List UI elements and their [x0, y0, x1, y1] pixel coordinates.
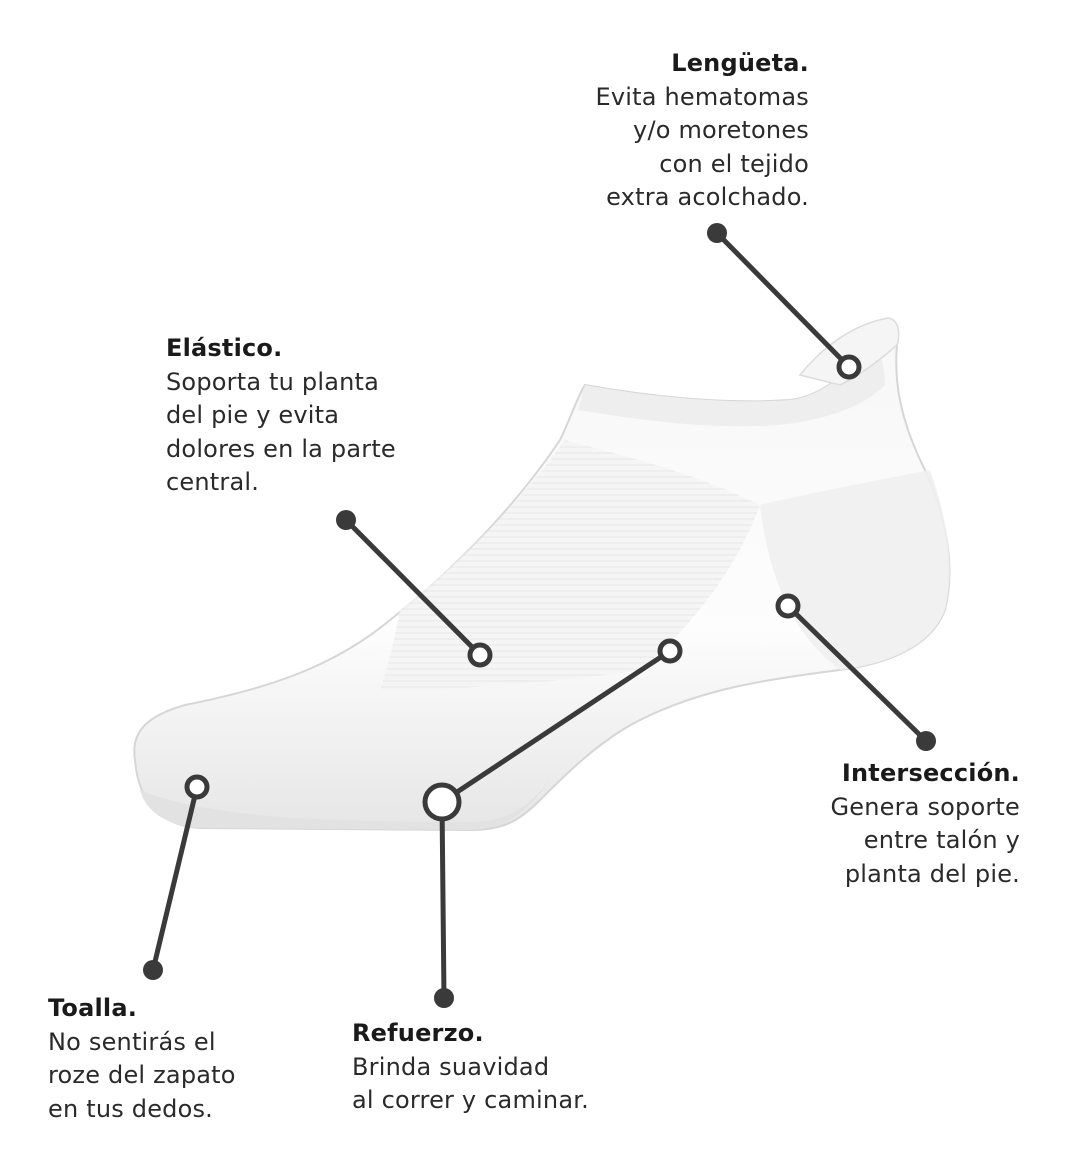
- refuerzo-callout: Refuerzo. Brinda suavidad al correr y ca…: [352, 1017, 589, 1118]
- refuerzo-leader-lower: [439, 799, 447, 1001]
- lengueta-ring: [836, 354, 862, 380]
- toalla-ring: [184, 774, 210, 800]
- lengueta-text-line: y/o moretones: [633, 116, 809, 144]
- elastico-dot: [336, 510, 356, 530]
- refuerzo-leader-upper: [439, 648, 673, 805]
- lengueta-dot: [707, 223, 727, 243]
- toalla-text-line: No sentirás el: [48, 1027, 216, 1056]
- sock-heel-panel: [760, 470, 950, 670]
- refuerzo-ring-upper: [657, 638, 683, 664]
- elastico-text-line: central.: [166, 468, 260, 496]
- refuerzo-text-line: al correr y caminar.: [352, 1086, 589, 1114]
- refuerzo-text-line: Brinda suavidad: [352, 1052, 550, 1081]
- interseccion-leader: [785, 603, 929, 744]
- elastico-text-line: Soporta tu planta: [166, 367, 380, 396]
- elastico-leader: [343, 517, 483, 658]
- interseccion-text-line: Genera soporte: [830, 792, 1020, 821]
- lengueta-text-line: Evita hematomas: [595, 82, 809, 111]
- refuerzo-ring-main: [422, 782, 462, 822]
- elastico-text-line: dolores en la parte: [166, 434, 396, 463]
- sock-sole-shade: [140, 780, 550, 830]
- sock-cuff: [578, 335, 885, 427]
- elastico-title: Elástico.: [166, 334, 283, 362]
- toalla-callout: Toalla. No sentirás el roze del zapato e…: [48, 992, 236, 1126]
- lengueta-text-line: extra acolchado.: [606, 183, 809, 211]
- lengueta-text-line: con el tejido: [659, 149, 809, 178]
- sock-illustration: [133, 317, 951, 832]
- interseccion-title: Intersección.: [841, 759, 1020, 787]
- elastico-ring: [467, 642, 493, 668]
- refuerzo-title: Refuerzo.: [352, 1019, 484, 1047]
- interseccion-callout: Intersección. Genera soporte entre talón…: [831, 757, 1021, 891]
- refuerzo-dot: [434, 988, 454, 1008]
- leader-lines: [150, 230, 929, 1001]
- toalla-text-line: roze del zapato: [48, 1061, 236, 1089]
- toalla-title: Toalla.: [48, 994, 138, 1022]
- lengueta-leader: [714, 230, 852, 370]
- elastico-callout: Elástico. Soporta tu planta del pie y ev…: [166, 332, 396, 500]
- interseccion-ring: [775, 593, 801, 619]
- toalla-text-line: en tus dedos.: [48, 1094, 214, 1123]
- ring-markers: [184, 354, 862, 822]
- interseccion-text-line: entre talón y: [863, 826, 1020, 854]
- sock-heel-tab: [798, 317, 900, 386]
- lengueta-callout: Lengüeta. Evita hematomas y/o moretones …: [595, 47, 809, 215]
- interseccion-text-line: planta del pie.: [844, 859, 1020, 888]
- elastico-text-line: del pie y evita: [166, 401, 340, 429]
- interseccion-dot: [916, 731, 936, 751]
- leader-dots: [143, 223, 936, 1008]
- toalla-leader: [150, 784, 200, 973]
- toalla-dot: [143, 960, 163, 980]
- sock-mesh-panel: [380, 440, 760, 690]
- lengueta-title: Lengüeta.: [671, 49, 809, 77]
